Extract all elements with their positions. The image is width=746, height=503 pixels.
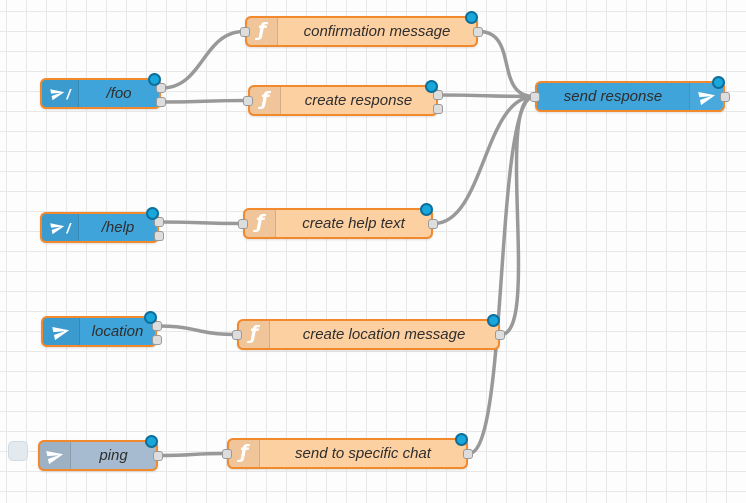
function-icon: ƒ <box>249 322 259 344</box>
node-confirmation-message[interactable]: ƒ confirmation message <box>240 11 483 47</box>
wire-location-to-create-location-message[interactable] <box>156 324 238 337</box>
changed-badge <box>144 311 157 324</box>
changed-badge <box>465 11 478 24</box>
paper-plane-slash-icon-box: / <box>42 80 79 107</box>
output-port-0[interactable] <box>463 448 473 459</box>
node-help[interactable]: / /help <box>40 207 164 243</box>
node-label: create help text <box>302 215 405 232</box>
node-label: create location message <box>302 326 466 343</box>
node-location[interactable]: location <box>41 311 162 347</box>
changed-badge <box>455 433 468 446</box>
paper-plane-icon <box>46 450 64 464</box>
wire-foo-to-confirmation-message[interactable] <box>160 29 246 90</box>
changed-badge <box>145 435 158 448</box>
function-icon: ƒ <box>255 211 265 233</box>
node-label: create response <box>304 92 413 109</box>
output-port-0[interactable] <box>153 450 163 461</box>
slash-glyph: / <box>66 219 71 236</box>
function-icon: ƒ <box>260 88 270 110</box>
node-send-response[interactable]: send response <box>530 76 730 112</box>
output-port-0[interactable] <box>156 83 166 93</box>
changed-badge <box>146 207 159 220</box>
function-icon-box: ƒ <box>245 210 276 237</box>
node-create-response[interactable]: ƒ create response <box>243 80 443 116</box>
node-label: /help <box>101 219 135 236</box>
output-port-0[interactable] <box>720 91 730 102</box>
node-label: confirmation message <box>303 23 451 40</box>
node-ping[interactable]: ping <box>8 435 163 471</box>
input-port[interactable] <box>232 329 242 340</box>
input-port[interactable] <box>530 91 540 102</box>
paper-plane-icon <box>52 326 70 340</box>
output-port-1[interactable] <box>156 97 166 107</box>
wire-create-response-to-send-response[interactable] <box>437 93 536 99</box>
paper-plane-icon <box>49 223 64 235</box>
changed-badge <box>148 73 161 86</box>
paper-plane-icon <box>49 89 64 101</box>
output-port-1[interactable] <box>152 335 162 345</box>
node-foo[interactable]: / /foo <box>40 73 166 109</box>
wire-help-to-create-help-text[interactable] <box>158 220 244 226</box>
output-port-0[interactable] <box>154 217 164 227</box>
function-icon-box: ƒ <box>239 321 270 348</box>
input-port[interactable] <box>222 448 232 459</box>
changed-badge <box>712 76 725 89</box>
input-port[interactable] <box>243 95 253 106</box>
node-label: location <box>91 323 144 340</box>
function-icon-box: ƒ <box>229 440 260 467</box>
changed-badge <box>425 80 438 93</box>
node-label: send response <box>563 88 663 105</box>
node-create-help-text[interactable]: ƒ create help text <box>238 203 438 239</box>
output-port-1[interactable] <box>154 231 164 241</box>
node-label: ping <box>99 447 128 464</box>
node-label: /foo <box>106 85 132 102</box>
changed-badge <box>420 203 433 216</box>
changed-badge <box>487 314 500 327</box>
wire-confirmation-message-to-send-response[interactable] <box>477 29 536 99</box>
paper-plane-slash-icon-box: / <box>42 214 79 241</box>
input-port[interactable] <box>240 26 250 37</box>
node-send-to-specific-chat[interactable]: ƒ send to specific chat <box>222 433 473 469</box>
function-icon-box: ƒ <box>250 87 281 114</box>
function-icon: ƒ <box>257 19 267 41</box>
inject-button[interactable] <box>8 441 28 461</box>
paper-plane-icon <box>697 91 715 105</box>
wire-send-to-specific-chat-to-send-response[interactable] <box>467 94 536 456</box>
wire-create-help-text-to-send-response[interactable] <box>432 94 536 226</box>
node-create-location-message[interactable]: ƒ create location message <box>232 314 505 350</box>
output-port-0[interactable] <box>495 329 505 340</box>
function-icon-box: ƒ <box>247 18 278 45</box>
output-port-1[interactable] <box>433 104 443 114</box>
input-port[interactable] <box>238 218 248 229</box>
output-port-0[interactable] <box>473 26 483 37</box>
paper-plane-icon-box <box>43 318 80 345</box>
slash-glyph: / <box>66 85 71 102</box>
function-icon: ƒ <box>239 441 249 463</box>
output-port-0[interactable] <box>152 321 162 331</box>
inject-arrow-icon-box <box>40 442 71 469</box>
wire-foo-to-create-response[interactable] <box>160 98 249 104</box>
output-port-0[interactable] <box>428 218 438 229</box>
wire-ping-to-send-to-specific-chat[interactable] <box>157 451 228 458</box>
node-label: send to specific chat <box>295 445 431 462</box>
output-port-0[interactable] <box>433 90 443 100</box>
